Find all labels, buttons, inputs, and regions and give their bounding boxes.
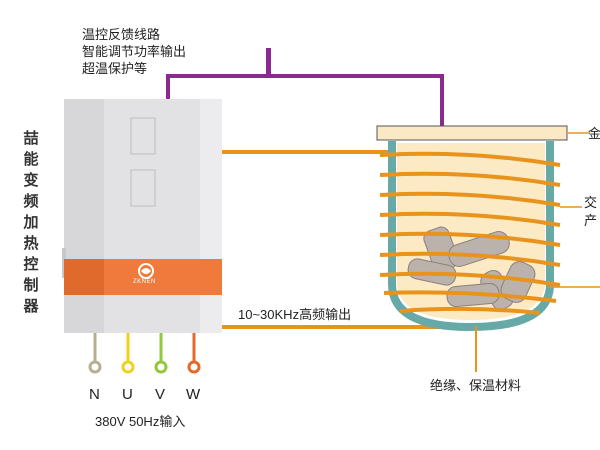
feedback-wire — [166, 48, 444, 127]
output-frequency-label: 10~30KHz高频输出 — [238, 307, 352, 322]
brand-logo-icon — [138, 263, 154, 279]
controller-title: 喆能变频加热控制器 — [23, 130, 39, 315]
terminal-leads — [88, 333, 201, 374]
feedback-line-3: 超温保护等 — [82, 61, 148, 76]
feedback-line-2: 智能调节功率输出 — [82, 44, 187, 59]
controller-unit — [62, 99, 222, 333]
terminal-label-v: V — [155, 386, 166, 403]
insulation-label: 绝缘、保温材料 — [430, 378, 522, 393]
lid-label: 金 — [588, 126, 600, 141]
terminal-label-w: W — [186, 386, 201, 403]
brand-text: ZKNEN — [133, 279, 156, 285]
coil-label-2: 产 — [584, 213, 598, 228]
coil-label-1: 交 — [584, 195, 598, 210]
induction-coil — [379, 151, 561, 315]
feedback-line-1: 温控反馈线路 — [82, 27, 161, 42]
feedback-description: 温控反馈线路 智能调节功率输出 超温保护等 — [82, 26, 186, 77]
terminal-label-n: N — [89, 386, 100, 403]
terminal-label-u: U — [122, 386, 133, 403]
input-power-label: 380V 50Hz输入 — [95, 414, 186, 429]
vessel-lid — [376, 125, 568, 141]
